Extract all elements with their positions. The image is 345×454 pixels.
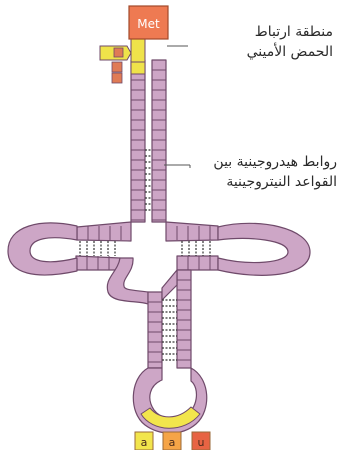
amino-acid-site-label-line2: الحمض الأميني [247, 42, 333, 62]
t-arm-bottom-strand [177, 256, 218, 270]
anticodon-base-3-letter: u [198, 436, 205, 449]
cca-base-a [114, 48, 123, 57]
d-loop [8, 223, 77, 275]
acceptor-stem-right-strand [152, 60, 166, 222]
cca-base-c1 [112, 62, 122, 72]
anticodon-stem-right-strand [177, 270, 191, 368]
acceptor-end-cell-2 [131, 62, 145, 74]
acceptor-end-cell [131, 38, 145, 64]
amino-acid-site-label-line1: منطقة ارتباط [247, 22, 333, 42]
t-loop [218, 223, 310, 275]
cca-base-c2 [112, 73, 122, 83]
met-label: Met [137, 17, 160, 31]
hydrogen-bonds-label: روابط هيدروجينية بين القواعد النيتروجيني… [213, 152, 337, 192]
anticodon-stem-left-strand [148, 292, 162, 368]
junction-connector [162, 270, 177, 300]
hydrogen-bonds-label-line1: روابط هيدروجينية بين [213, 152, 337, 172]
anticodon-base-2-letter: a [169, 436, 176, 449]
anticodon-base-1-letter: a [141, 436, 148, 449]
d-arm-top-strand [77, 222, 131, 241]
acceptor-stem-left-strand [131, 60, 145, 222]
hydrogen-bonds-label-line2: القواعد النيتروجينية [213, 172, 337, 192]
amino-acid-site-label: منطقة ارتباط الحمض الأميني [247, 22, 333, 62]
